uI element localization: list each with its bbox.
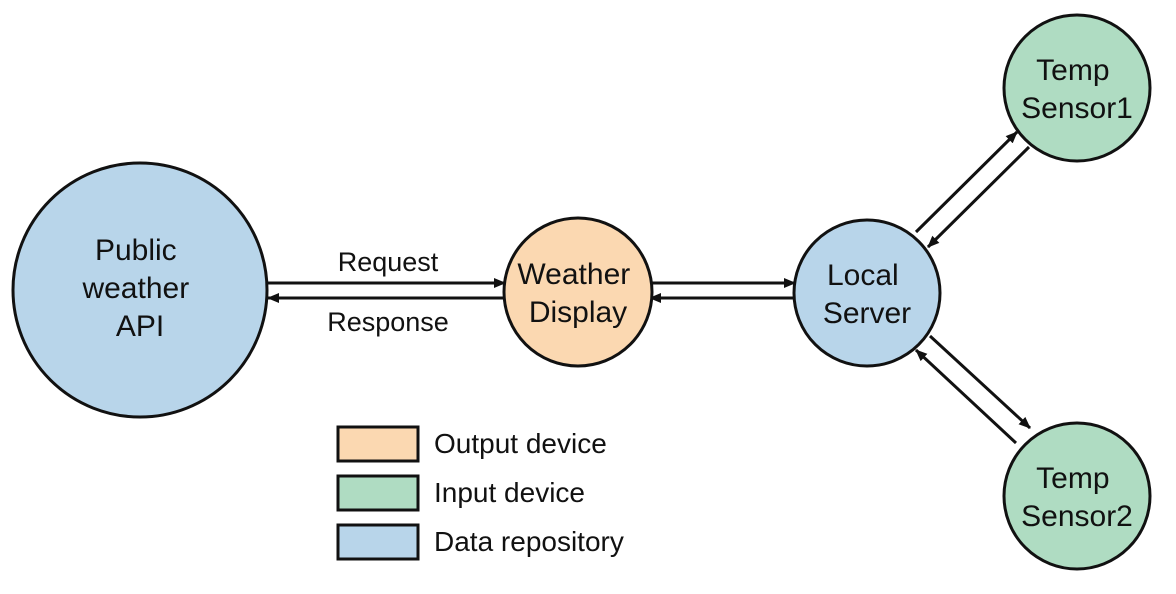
edge-server-sensor1 bbox=[914, 130, 1031, 249]
legend-item-input-device: Input device bbox=[336, 474, 585, 512]
legend-label-data-repository: Data repository bbox=[434, 526, 624, 557]
node-temp-sensor1-circle bbox=[1002, 13, 1152, 163]
edge-api-display: Request Response bbox=[267, 247, 506, 337]
edge-display-server bbox=[649, 278, 796, 303]
node-temp-sensor2: Temp Sensor2 bbox=[1002, 421, 1152, 571]
legend: Output device Input device Data reposito… bbox=[336, 425, 624, 561]
node-temp-sensor1: Temp Sensor1 bbox=[1002, 13, 1152, 163]
node-local-server-label: Local Server bbox=[823, 259, 911, 330]
node-local-server-circle bbox=[792, 218, 942, 368]
legend-label-input-device: Input device bbox=[434, 477, 585, 508]
node-weather-display: Weather Display bbox=[502, 216, 654, 368]
legend-item-output-device: Output device bbox=[336, 425, 607, 463]
server-to-sensor2-arrow bbox=[928, 334, 1032, 430]
node-local-server: Local Server bbox=[792, 218, 942, 368]
node-temp-sensor2-circle bbox=[1002, 421, 1152, 571]
sensor1-to-server-arrow bbox=[926, 145, 1031, 249]
request-label: Request bbox=[338, 247, 439, 277]
node-temp-sensor1-label: Temp Sensor1 bbox=[1021, 54, 1133, 125]
node-public-weather-api-label: Public weather API bbox=[81, 234, 197, 343]
node-public-weather-api-circle bbox=[11, 161, 269, 419]
legend-swatch-input-device bbox=[336, 474, 420, 512]
edge-server-sensor2 bbox=[914, 334, 1032, 445]
response-label: Response bbox=[327, 307, 449, 337]
node-public-weather-api: Public weather API bbox=[11, 161, 269, 419]
node-weather-display-label: Weather Display bbox=[517, 258, 638, 329]
server-to-sensor1-arrow bbox=[914, 130, 1019, 234]
node-temp-sensor2-label: Temp Sensor2 bbox=[1021, 462, 1133, 533]
sensor2-to-server-arrow bbox=[914, 348, 1018, 445]
legend-swatch-data-repository bbox=[336, 523, 420, 561]
legend-swatch-output-device bbox=[336, 425, 420, 463]
legend-label-output-device: Output device bbox=[434, 428, 607, 459]
node-weather-display-circle bbox=[502, 216, 654, 368]
legend-item-data-repository: Data repository bbox=[336, 523, 624, 561]
